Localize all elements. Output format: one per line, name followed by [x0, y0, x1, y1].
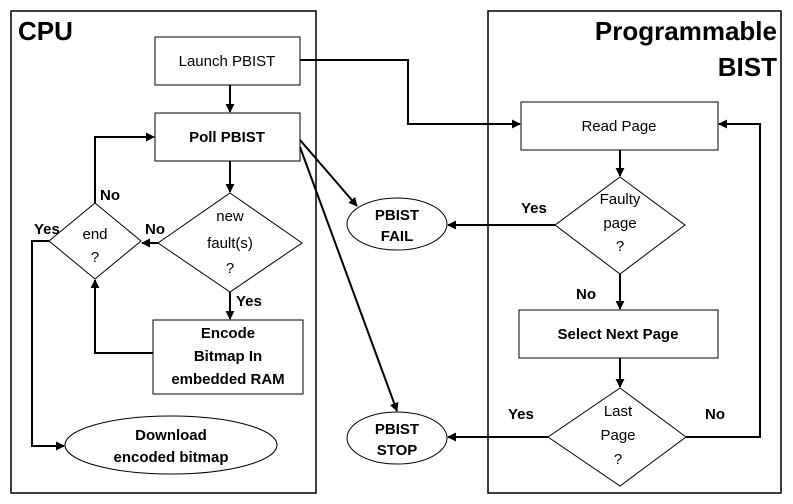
edge-label-faulty-no: No [576, 286, 596, 303]
encode-label-line1: Encode [201, 325, 255, 342]
pbist-fail-label-line1: PBIST [375, 207, 419, 224]
edge-label-last-yes: Yes [508, 406, 534, 423]
arrow-end-no-to-poll [94, 132, 155, 203]
poll-pbist-box [154, 112, 301, 162]
encode-label-line3: embedded RAM [171, 371, 284, 388]
edge-label-end-yes: Yes [34, 221, 60, 238]
edge-label-faulty-yes: Yes [521, 200, 547, 217]
end-label-line1: end [82, 226, 107, 243]
faulty-page-label-line1: Faulty [600, 191, 641, 208]
encode-label-line2: Bitmap In [194, 348, 262, 365]
faulty-page-label-line3: ? [616, 238, 624, 255]
end-decision [48, 202, 142, 280]
arrow-end-yes-to-download [31, 240, 65, 451]
poll-pbist-label: Poll PBIST [189, 129, 265, 146]
pbist-fail-label-line2: FAIL [381, 228, 414, 245]
download-bitmap-ellipse [64, 415, 278, 475]
arrow-last-no-to-readpage [686, 119, 761, 438]
arrow-launch-to-readpage [300, 59, 521, 129]
select-next-page-box [518, 309, 719, 359]
pbist-panel-title-line1: Programmable [594, 16, 777, 46]
last-page-label-line3: ? [614, 451, 622, 468]
pbist-fail-ellipse [346, 197, 448, 251]
pbist-stop-label-line2: STOP [377, 442, 418, 459]
pbist-stop-label-line1: PBIST [375, 421, 419, 438]
arrow-encode-to-end [90, 279, 153, 354]
faulty-page-label-line2: page [603, 215, 636, 232]
last-page-label-line2: Page [600, 427, 635, 444]
arrow-poll-to-fail [299, 139, 358, 207]
new-fault-label-line2: fault(s) [207, 235, 253, 252]
download-label-line2: encoded bitmap [113, 449, 228, 466]
last-page-decision [547, 387, 687, 487]
encode-bitmap-box [152, 319, 304, 395]
edge-label-newfault-yes: Yes [236, 293, 262, 310]
pbist-stop-ellipse [346, 411, 448, 465]
edge-label-end-no: No [100, 187, 120, 204]
new-fault-label-line1: new [216, 208, 244, 225]
edge-label-last-no: No [705, 406, 725, 423]
read-page-label: Read Page [581, 118, 656, 135]
arrow-poll-to-stop [299, 146, 399, 412]
select-next-page-label: Select Next Page [558, 326, 679, 343]
pbist-panel [487, 10, 782, 494]
last-page-label-line1: Last [604, 403, 633, 420]
pbist-panel-title-line2: BIST [717, 52, 777, 82]
edge-label-newfault-no: No [145, 221, 165, 238]
launch-pbist-box [154, 36, 301, 86]
cpu-panel [10, 10, 317, 494]
cpu-panel-title: CPU [18, 16, 73, 46]
new-fault-label-line3: ? [226, 260, 234, 277]
end-label-line2: ? [91, 249, 99, 266]
download-label-line1: Download [135, 427, 207, 444]
launch-pbist-label: Launch PBIST [179, 53, 276, 70]
